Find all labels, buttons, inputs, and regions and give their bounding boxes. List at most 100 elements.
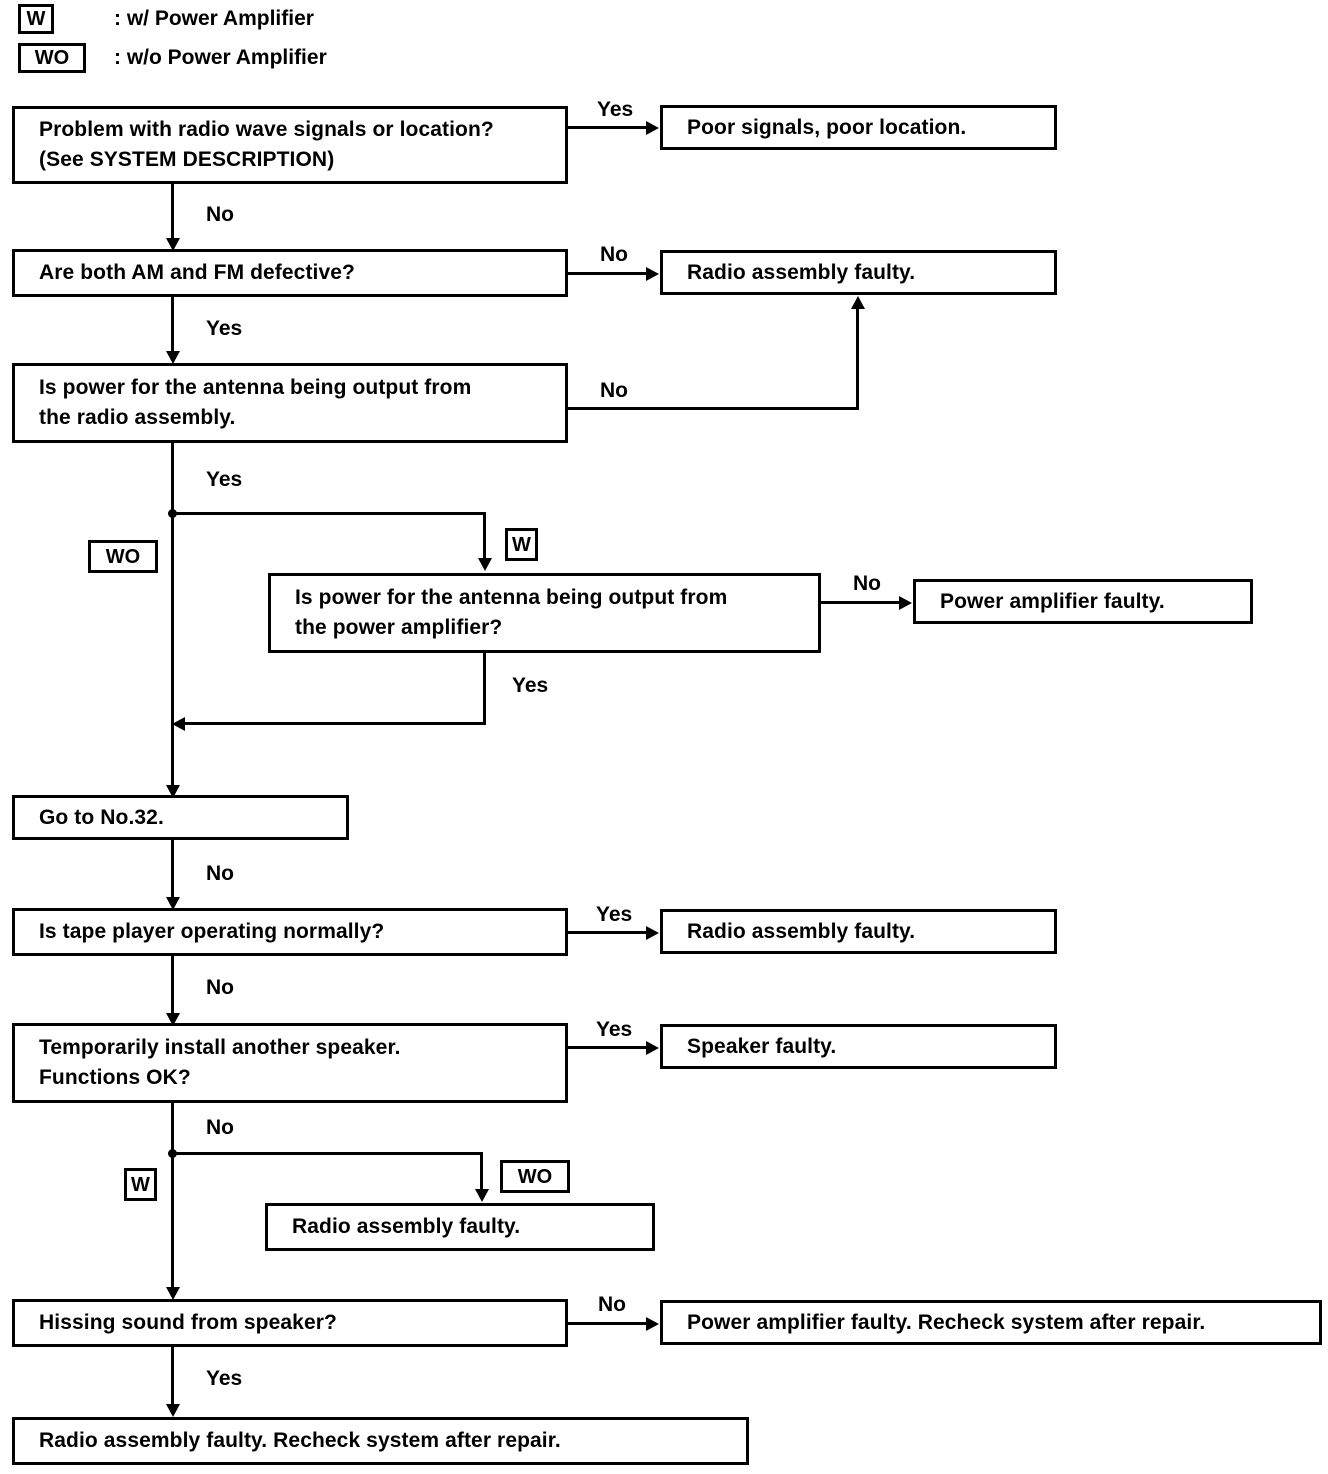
node-am-fm-defective-line1: Are both AM and FM defective?: [39, 261, 355, 284]
edge-branch-to-amp-vline: [483, 512, 486, 562]
node-radio-assembly-faulty-2-line1: Radio assembly faulty.: [687, 919, 916, 943]
edge-yes-radio-wave-line: [568, 126, 648, 129]
edge-branch-lower-vline: [480, 1152, 483, 1192]
edge-yes-antenna-amp-arrowhead: [172, 717, 185, 731]
edge-label-no-tape: No: [206, 976, 234, 999]
edge-yes-am-fm-line: [171, 297, 174, 357]
node-power-amplifier-faulty-line1: Power amplifier faulty.: [940, 589, 1165, 613]
edge-label-yes-hissing: Yes: [206, 1367, 243, 1390]
edge-no-antenna-amp-line: [821, 601, 901, 604]
node-install-another-speaker: Temporarily install another speaker. Fun…: [12, 1023, 568, 1103]
edge-label-yes-tape: Yes: [596, 903, 633, 926]
node-radio-assembly-recheck-line1: Radio assembly faulty. Recheck system af…: [39, 1429, 561, 1452]
node-go-to-no-32: Go to No.32.: [12, 795, 349, 840]
node-hissing-sound-line1: Hissing sound from speaker?: [39, 1311, 337, 1334]
node-radio-assembly-faulty-1: Radio assembly faulty.: [660, 250, 1057, 295]
edge-yes-tape-arrowhead: [646, 926, 659, 940]
legend-row-w: W : w/ Power Amplifier: [18, 4, 314, 34]
edge-no-antenna-radio-vline: [856, 308, 859, 410]
edge-yes-antenna-amp-hline: [184, 722, 486, 725]
node-antenna-power-amplifier-line2: the power amplifier?: [295, 616, 503, 639]
branch-point-upper: [168, 509, 177, 518]
branch-badge-w-lower: W: [124, 1168, 157, 1201]
edge-yes-hissing-arrowhead: [166, 1404, 180, 1417]
branch-point-lower: [168, 1149, 177, 1158]
node-am-fm-defective: Are both AM and FM defective?: [12, 249, 568, 297]
edge-label-yes-speaker: Yes: [596, 1018, 633, 1041]
edge-label-yes-antenna-radio: Yes: [206, 468, 243, 491]
edge-branch-to-amp-hline: [171, 512, 486, 515]
node-install-another-speaker-line2: Functions OK?: [39, 1066, 191, 1089]
node-antenna-power-radio: Is power for the antenna being output fr…: [12, 363, 568, 443]
edge-yes-antenna-radio-spine: [171, 443, 174, 791]
legend-row-wo: WO : w/o Power Amplifier: [18, 43, 327, 73]
node-power-amplifier-faulty: Power amplifier faulty.: [913, 579, 1253, 624]
edge-yes-hissing-line: [171, 1347, 174, 1409]
edge-label-no-goto32: No: [206, 862, 234, 885]
edge-yes-speaker-arrowhead: [646, 1041, 659, 1055]
edge-no-antenna-radio-arrowhead: [851, 296, 865, 309]
edge-no-hissing-arrowhead: [646, 1317, 659, 1331]
node-speaker-faulty: Speaker faulty.: [660, 1024, 1057, 1069]
edge-no-speaker-arrowhead: [166, 1287, 180, 1300]
node-radio-assembly-recheck: Radio assembly faulty. Recheck system af…: [12, 1417, 749, 1465]
branch-badge-wo-lower: WO: [500, 1160, 570, 1193]
edge-no-goto32-arrowhead: [166, 897, 180, 910]
edge-no-goto32-line: [171, 840, 174, 902]
edge-no-am-fm-arrowhead: [646, 267, 659, 281]
edge-label-no-radio-wave: No: [206, 203, 234, 226]
legend-badge-wo: WO: [18, 43, 86, 73]
edge-no-am-fm-line: [568, 272, 648, 275]
node-antenna-power-amplifier-line1: Is power for the antenna being output fr…: [295, 586, 728, 609]
edge-branch-to-amp-arrowhead: [478, 558, 492, 571]
node-problem-radio-wave-line2: (See SYSTEM DESCRIPTION): [39, 148, 335, 171]
node-problem-radio-wave: Problem with radio wave signals or locat…: [12, 106, 568, 184]
branch-badge-wo-upper: WO: [88, 540, 158, 573]
node-antenna-power-radio-line1: Is power for the antenna being output fr…: [39, 376, 472, 399]
edge-yes-radio-wave-arrowhead: [646, 121, 659, 135]
edge-no-radio-wave-line: [171, 184, 174, 244]
edge-yes-antenna-amp-vline: [483, 653, 486, 725]
edge-yes-am-fm-arrowhead: [166, 351, 180, 364]
node-go-to-no-32-line1: Go to No.32.: [39, 805, 164, 829]
edge-yes-speaker-line: [568, 1046, 648, 1049]
node-tape-player-normal-line1: Is tape player operating normally?: [39, 920, 385, 943]
node-antenna-power-amplifier: Is power for the antenna being output fr…: [268, 573, 821, 653]
edge-yes-tape-line: [568, 931, 648, 934]
node-antenna-power-radio-line2: the radio assembly.: [39, 406, 236, 429]
edge-label-yes-am-fm: Yes: [206, 317, 243, 340]
node-poor-signals-line1: Poor signals, poor location.: [687, 115, 967, 139]
legend-text-wo: : w/o Power Amplifier: [114, 46, 327, 69]
node-problem-radio-wave-line1: Problem with radio wave signals or locat…: [39, 118, 494, 141]
node-radio-assembly-faulty-1-line1: Radio assembly faulty.: [687, 260, 916, 284]
edge-no-radio-wave-arrowhead: [166, 238, 180, 251]
node-speaker-faulty-line1: Speaker faulty.: [687, 1034, 837, 1058]
node-tape-player-normal: Is tape player operating normally?: [12, 908, 568, 956]
edge-branch-lower-arrowhead: [475, 1189, 489, 1202]
node-hissing-sound: Hissing sound from speaker?: [12, 1299, 568, 1347]
legend-text-w: : w/ Power Amplifier: [114, 7, 314, 30]
edge-label-no-am-fm: No: [600, 243, 628, 266]
edge-label-no-speaker: No: [206, 1116, 234, 1139]
edge-label-no-hissing: No: [598, 1293, 626, 1316]
edge-label-no-antenna-amp: No: [853, 572, 881, 595]
edge-no-speaker-spine: [171, 1103, 174, 1293]
edge-yes-antenna-radio-arrowhead: [166, 785, 180, 798]
edge-branch-lower-hline: [171, 1152, 483, 1155]
edge-no-tape-line: [171, 956, 174, 1018]
branch-badge-w-upper: W: [505, 528, 538, 561]
node-power-amp-recheck: Power amplifier faulty. Recheck system a…: [660, 1300, 1322, 1345]
node-power-amp-recheck-line1: Power amplifier faulty. Recheck system a…: [687, 1310, 1206, 1334]
node-install-another-speaker-line1: Temporarily install another speaker.: [39, 1036, 401, 1059]
node-radio-assembly-faulty-2: Radio assembly faulty.: [660, 909, 1057, 954]
edge-label-yes-radio-wave: Yes: [597, 98, 634, 121]
node-radio-assembly-faulty-3: Radio assembly faulty.: [265, 1203, 655, 1251]
edge-no-hissing-line: [568, 1322, 648, 1325]
node-poor-signals: Poor signals, poor location.: [660, 105, 1057, 150]
edge-label-yes-antenna-amp: Yes: [512, 674, 549, 697]
edge-no-tape-arrowhead: [166, 1013, 180, 1026]
edge-label-no-antenna-radio: No: [600, 379, 628, 402]
node-radio-assembly-faulty-3-line1: Radio assembly faulty.: [292, 1215, 521, 1238]
edge-no-antenna-amp-arrowhead: [899, 596, 912, 610]
